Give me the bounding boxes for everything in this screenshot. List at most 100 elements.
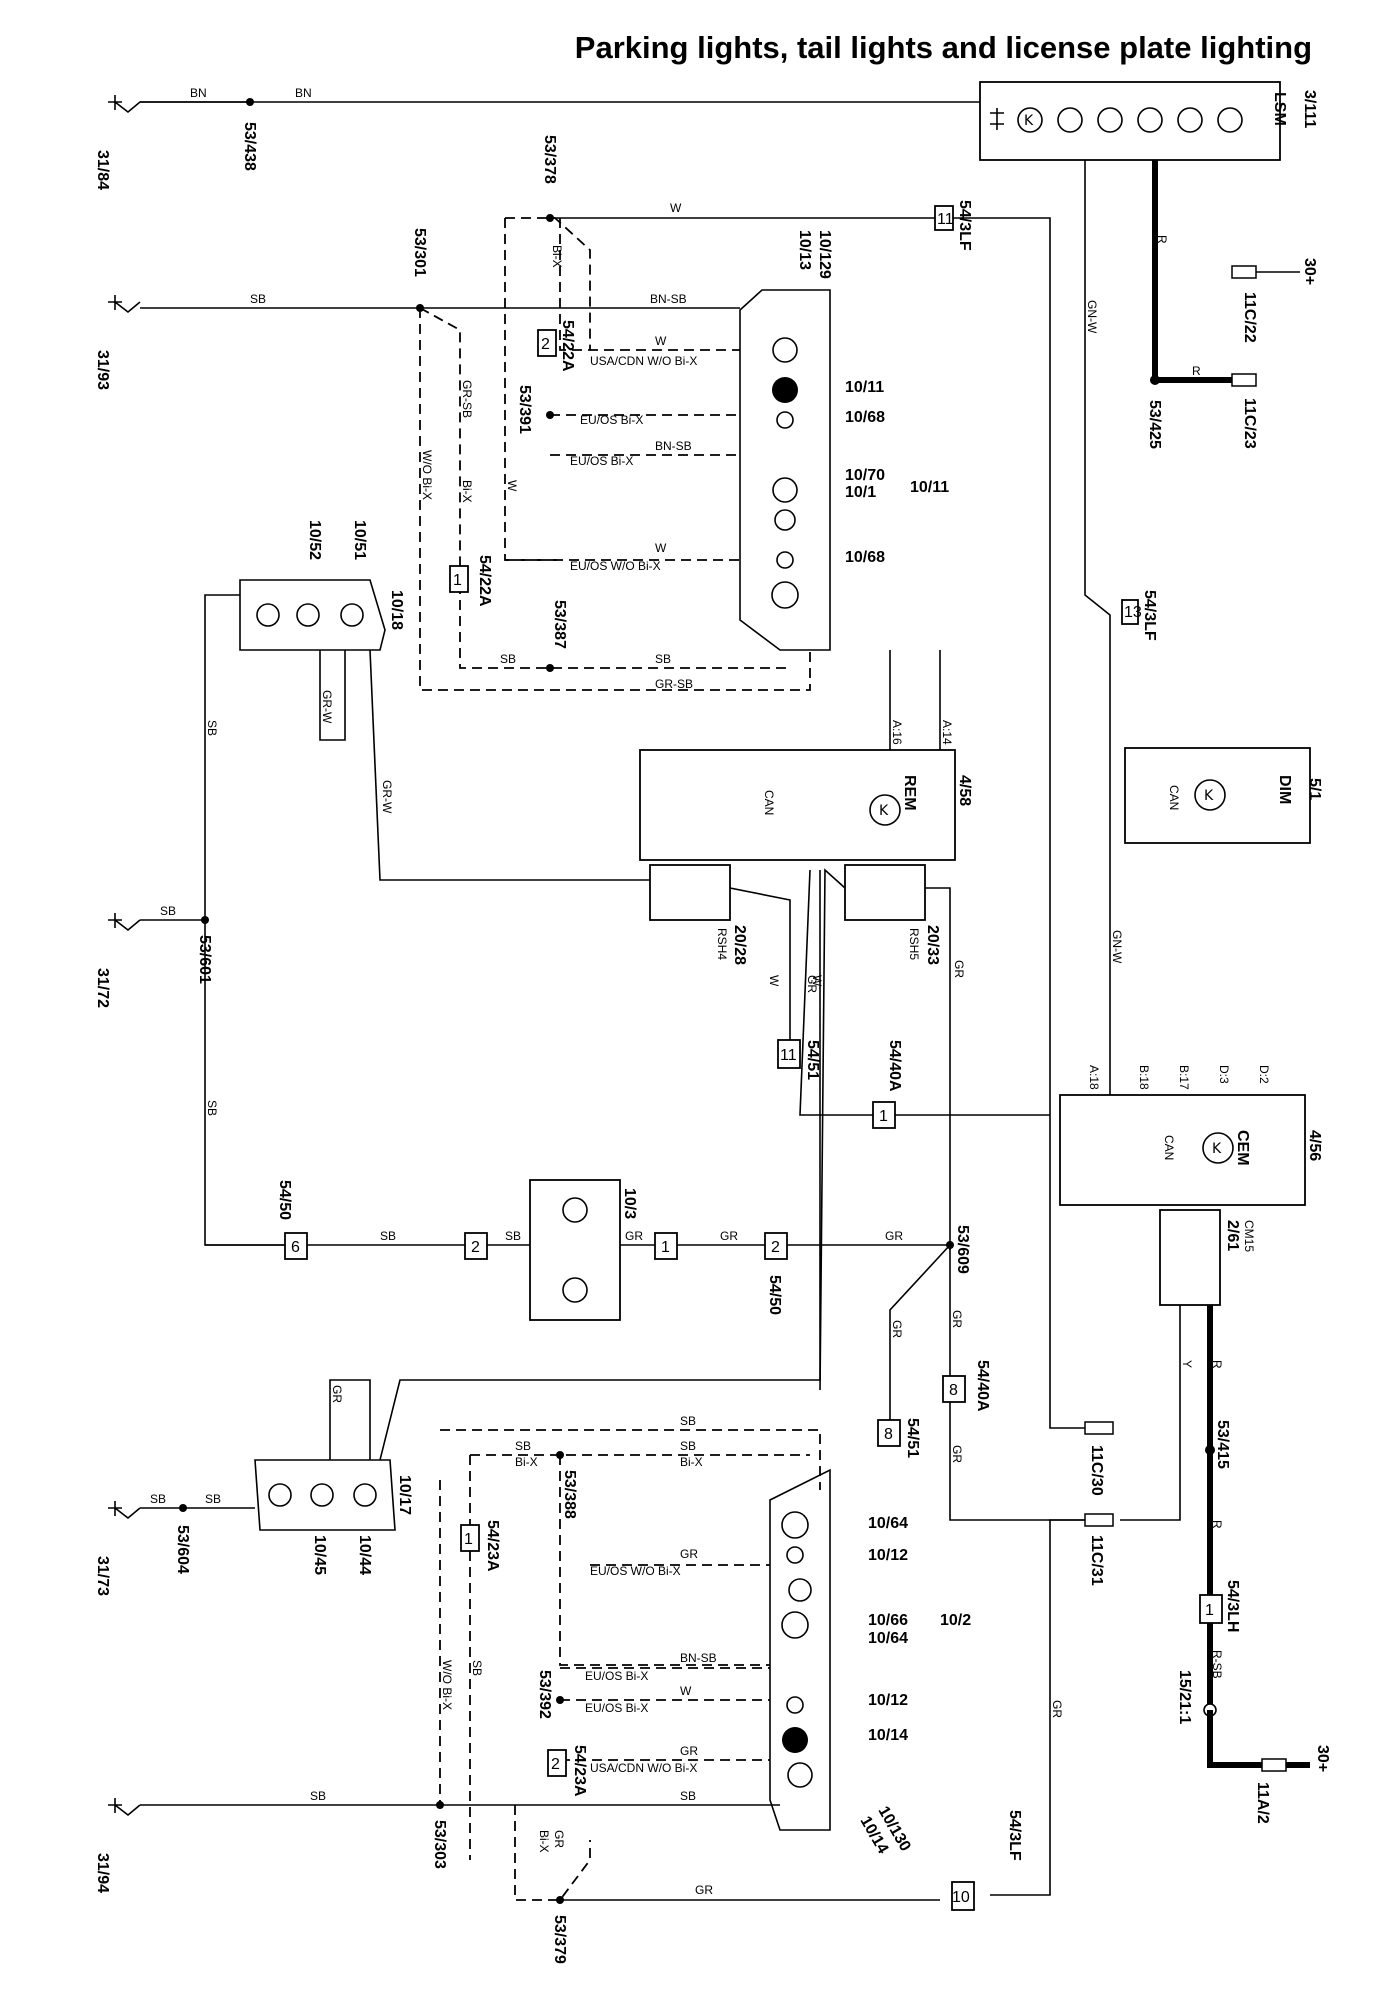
dim-module: K DIM 5/1 CAN (1124, 747, 1323, 844)
svg-text:SB: SB (470, 1660, 484, 1676)
svg-text:K: K (1024, 113, 1034, 129)
pin-box (654, 1232, 678, 1260)
rem-module: K REM 4/58 CAN (639, 749, 973, 861)
svg-text:K: K (879, 803, 889, 819)
svg-text:K: K (1204, 788, 1214, 804)
module-ref: 4/56 (1306, 1130, 1323, 1161)
svg-text:SB: SB (680, 1789, 696, 1803)
connector-label: 54/51 (804, 1040, 821, 1080)
pin-box (951, 1881, 975, 1911)
connector-label: 54/3LF (956, 200, 973, 251)
supply-label: 30+ (1301, 258, 1318, 285)
connector-label: 54/51 (904, 1418, 921, 1458)
svg-text:A:18: A:18 (1087, 1065, 1101, 1090)
svg-text:W: W (680, 1684, 692, 1698)
svg-text:GR: GR (720, 1229, 738, 1243)
svg-text:10/14: 10/14 (868, 1727, 908, 1744)
svg-text:SB: SB (160, 904, 176, 918)
svg-text:10/11: 10/11 (845, 379, 884, 396)
connector-label: 15/21:1 (1176, 1670, 1193, 1724)
svg-text:W: W (655, 541, 667, 555)
svg-text:10/12: 10/12 (868, 1692, 908, 1709)
svg-text:10/1: 10/1 (845, 484, 876, 501)
svg-text:GR: GR (680, 1744, 698, 1758)
pin-box (1199, 1594, 1223, 1624)
svg-text:1: 1 (453, 572, 462, 589)
ground-label: 31/93 (94, 350, 111, 390)
svg-text:DIM: DIM (1276, 775, 1293, 804)
connector-label: 54/40A (886, 1040, 903, 1092)
splice-point (201, 916, 209, 924)
svg-text:GR-SB: GR-SB (655, 677, 693, 691)
rsh4-relay: RSH4 20/28 (649, 864, 748, 965)
connector-label: 54/23A (571, 1745, 588, 1797)
svg-text:K: K (1212, 1141, 1222, 1157)
svg-text:W: W (655, 334, 667, 348)
svg-text:D:2: D:2 (1257, 1065, 1271, 1084)
connector-label: 54/22A (559, 320, 576, 372)
svg-text:10/51: 10/51 (351, 520, 368, 560)
svg-text:10/68: 10/68 (845, 409, 885, 426)
fuse-11c31 (1084, 1513, 1114, 1527)
svg-text:Bi-X: Bi-X (550, 245, 564, 268)
svg-text:GR: GR (625, 1229, 643, 1243)
pin-box (464, 1232, 488, 1260)
pin-box (537, 329, 557, 357)
pin-box (777, 1039, 801, 1069)
svg-text:SB: SB (505, 1229, 521, 1243)
module-ref: 5/1 (1306, 778, 1323, 800)
svg-text:LSM: LSM (1271, 92, 1288, 126)
svg-text:SB: SB (205, 1100, 219, 1116)
pin-box (1121, 599, 1139, 625)
ground-label: 31/84 (94, 150, 111, 190)
svg-text:SB: SB (680, 1439, 696, 1453)
splice-point (546, 411, 554, 419)
cem-module: K CEM 4/56 CAN (1059, 1094, 1323, 1206)
svg-text:10/2: 10/2 (940, 1612, 971, 1629)
pin-box (942, 1375, 966, 1403)
connector-label: 53/392 (536, 1670, 553, 1719)
side-marker-left: 10/52 10/51 10/18 (239, 520, 405, 651)
svg-text:GR-SB: GR-SB (460, 380, 474, 418)
svg-text:8: 8 (884, 1426, 893, 1443)
connector-label: 53/601 (196, 935, 213, 984)
connector-label: 53/391 (516, 385, 533, 434)
lsm-module: LSM 3/111 K (979, 81, 1318, 161)
connector-label: 53/609 (954, 1225, 971, 1274)
svg-text:R: R (1210, 1520, 1224, 1529)
module-ref: 3/111 (1301, 90, 1318, 128)
svg-text:B:17: B:17 (1177, 1065, 1191, 1090)
wire-r-supply (1152, 160, 1160, 383)
svg-text:EU/OS Bi-X: EU/OS Bi-X (570, 454, 633, 468)
svg-text:13: 13 (1124, 604, 1142, 621)
svg-text:BN-SB: BN-SB (655, 439, 692, 453)
svg-text:20/33: 20/33 (924, 925, 941, 965)
wire-w-top (550, 217, 1085, 1429)
ground-31-84: 31/84 (94, 95, 250, 190)
svg-text:USA/CDN W/O Bi-X: USA/CDN W/O Bi-X (590, 1761, 697, 1775)
svg-text:GR: GR (885, 1229, 903, 1243)
svg-text:10/3: 10/3 (621, 1188, 638, 1219)
svg-text:GR: GR (890, 1320, 904, 1338)
connector-label: 53/379 (551, 1915, 568, 1964)
svg-text:2: 2 (471, 1239, 480, 1256)
svg-text:EU/OS W/O Bi-X: EU/OS W/O Bi-X (570, 559, 661, 573)
pin-box (764, 1232, 788, 1260)
splice-point (556, 1696, 564, 1704)
pin-box (284, 1232, 308, 1260)
svg-text:A:14: A:14 (940, 720, 954, 745)
front-left-light: 10/129 10/13 10/11 10/68 10/70 10/1 10/1… (739, 230, 949, 651)
svg-text:10/45: 10/45 (311, 1535, 328, 1575)
svg-text:Bi-X: Bi-X (515, 1455, 538, 1469)
svg-text:10/17: 10/17 (396, 1475, 413, 1515)
svg-text:GR: GR (1050, 1700, 1064, 1718)
svg-text:CM15: CM15 (1242, 1220, 1256, 1252)
svg-text:GR: GR (552, 1830, 566, 1848)
svg-text:SB: SB (680, 1414, 696, 1428)
splice-point (546, 664, 554, 672)
connector-label: 53/378 (541, 135, 558, 184)
svg-text:R: R (1155, 235, 1169, 244)
splice-point (556, 1896, 564, 1904)
splice-point (179, 1504, 187, 1512)
